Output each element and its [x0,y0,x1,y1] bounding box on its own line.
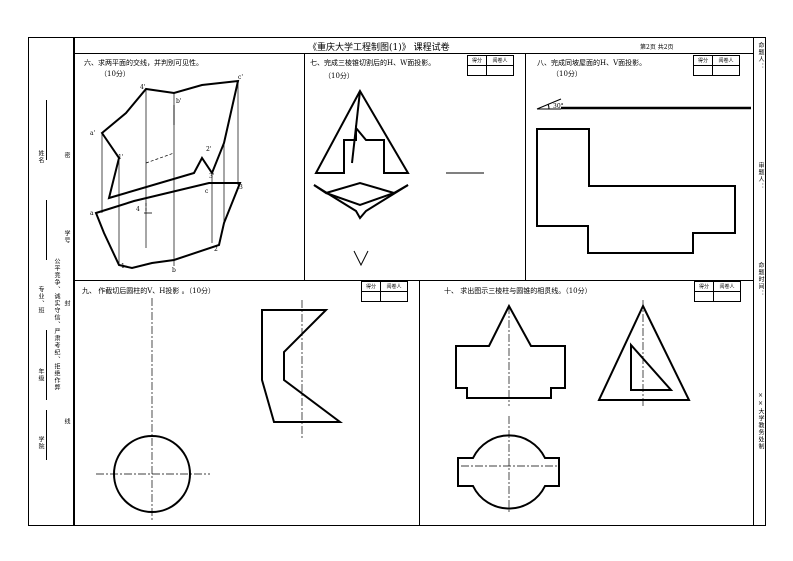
q8-roof-plan [536,128,736,254]
q8-score-box: 得分阅卷人 [693,55,740,76]
q6-label-3-prime: 3' [209,173,215,180]
q6-label-1: 1 [121,263,125,270]
q6-label-b-prime: b' [176,98,182,105]
q9-title: 九、 作截切后圆柱的V、H投影 。（10分） [82,287,216,295]
q6-label-b: b [172,267,176,274]
office-label: ××大学教务处制 [757,392,764,450]
q8-angle-label: 30° [553,103,564,110]
time-label: 命题时间： [757,262,764,297]
q6-label-a: a [90,210,94,217]
q7-top-view [313,181,409,195]
reviewer-cell[interactable] [712,65,740,76]
q6-label-c: c [205,188,209,195]
q10-title: 十、 求出图示三棱柱与圆锥的相贯线。（10分） [444,287,592,295]
setter-label: 命题人： [757,42,764,70]
q6-label-3: 3 [239,184,243,191]
page-count: 第2页 共2页 [640,44,674,51]
name-label: 姓名 [37,150,44,164]
q7-front-view [314,88,410,174]
header-rule [74,53,754,54]
q9-cylinder-top-view [113,435,191,513]
q8-drawing: 30° [536,98,751,254]
q6-drawing: a' b' c' 1' 2' 3' 4' a b c 1 2 3 4 [90,74,243,274]
q6-label-1-prime: 1' [118,154,124,161]
q7-title: 七、完成三棱锥切割后的H、W面投影。 [310,59,436,67]
q10-top-view [457,434,560,510]
q7-drawing [313,88,484,267]
q6-title: 六、求两平面的交线，并判别可见性。 [84,59,203,67]
exam-notice: 公平竞争、诚实守信、严肃考纪、拒绝作弊 [53,258,60,391]
q8-points: （10分） [552,70,582,78]
q6-label-4-prime: 4' [140,84,146,91]
divider-q7-q8 [525,53,526,280]
q6-label-4: 4 [136,206,140,213]
seal-mark-3: 线 [63,418,70,425]
q10-score-box: 得分阅卷人 [694,281,741,302]
content-frame [74,37,754,526]
student-id-line [46,200,47,260]
q6-label-c-prime: c' [238,74,243,81]
binding-strip [28,37,74,526]
q10-front-view [455,303,566,399]
q9-drawing [96,298,343,522]
divider-q6-q7 [304,53,305,280]
seal-mark-1: 密 [63,152,70,159]
reviewer-cell[interactable] [713,291,741,302]
college-line [46,410,47,460]
reviewer-cell[interactable] [486,65,514,76]
q6-label-2-prime: 2' [206,146,212,153]
mid-divider [74,280,754,281]
q9-score-box: 得分阅卷人 [361,281,408,302]
q6-plane-lower [94,182,242,270]
q10-drawing [455,300,691,512]
grade-label: 年级 [37,368,44,382]
q7-points: （10分） [324,72,354,80]
q6-label-2: 2 [214,246,218,253]
college-label: 学院 [37,436,44,450]
q10-side-prism [630,342,674,391]
q8-title: 八、完成同坡屋面的H、V面投影。 [537,59,647,67]
q6-plane-upper [100,79,240,200]
q7-side-view [353,250,369,267]
q10-side-view [597,303,691,401]
q6-label-a-prime: a' [90,130,96,137]
q9-cut-cylinder-front [261,309,343,423]
seal-mark-2: 封 [63,300,70,307]
reviewer-cell[interactable] [380,291,408,302]
divider-q9-q10 [419,280,420,526]
page-title: 《重庆大学工程制图(1)》 课程试卷 [308,43,450,53]
q7-score-box: 得分阅卷人 [467,55,514,76]
major-line [46,330,47,400]
reviewer-label: 审题人： [757,162,764,190]
name-line [46,100,47,160]
student-id-label: 学号 [63,230,70,244]
major-label: 专业、班 [37,286,44,314]
q6-points: （10分） [100,70,130,78]
